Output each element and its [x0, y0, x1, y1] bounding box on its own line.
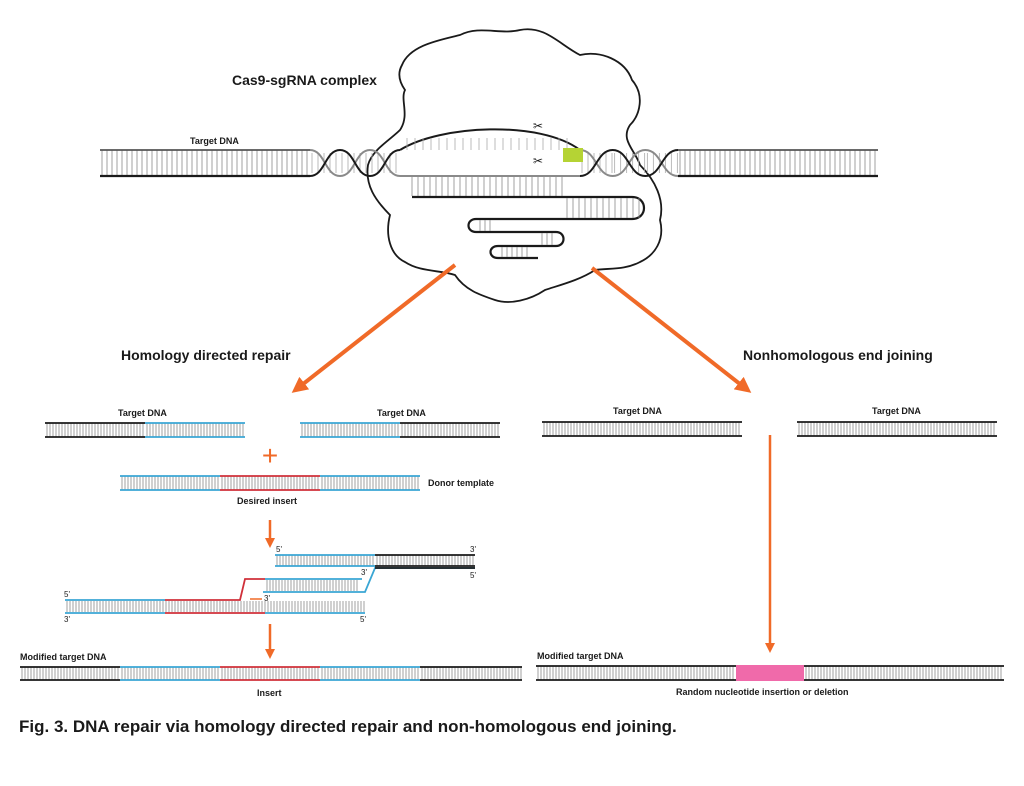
- end-label: 5': [470, 571, 476, 580]
- desired-insert-label: Desired insert: [237, 496, 298, 506]
- hdr-modified-label: Modified target DNA: [20, 652, 107, 662]
- indel-block: [736, 665, 804, 681]
- hdr-title: Homology directed repair: [121, 347, 291, 363]
- end-label: 5': [64, 590, 70, 599]
- complex-label: Cas9-sgRNA complex: [232, 72, 377, 88]
- indel-label: Random nucleotide insertion or deletion: [676, 687, 849, 697]
- cas9-protein-outline: [366, 28, 663, 303]
- nhej-target-right-label: Target DNA: [872, 406, 921, 416]
- intermediate-upper-blue: [263, 567, 475, 593]
- figure-caption: Fig. 3. DNA repair via homology directed…: [19, 717, 677, 736]
- helix-left-strand-b: [309, 148, 401, 178]
- scissors-icon: ✂: [533, 154, 544, 168]
- nhej-title: Nonhomologous end joining: [743, 347, 933, 363]
- donor-template-label: Donor template: [428, 478, 495, 488]
- end-label: 3': [470, 545, 476, 554]
- end-label: 5': [360, 615, 366, 624]
- sgrna-scaffold: [412, 195, 646, 260]
- newly-synthesized-insert: [165, 578, 265, 601]
- arrow-to-hdr: [291, 263, 457, 393]
- scissors-icon: ✂: [533, 119, 544, 133]
- end-label: 5': [276, 545, 282, 554]
- nhej-modified-label: Modified target DNA: [537, 651, 624, 661]
- hdr-target-right-label: Target DNA: [377, 408, 426, 418]
- helix-right-strand-b: [579, 148, 679, 178]
- plus-sign: +: [262, 440, 278, 471]
- nhej-target-left-label: Target DNA: [613, 406, 662, 416]
- end-label: 3': [264, 594, 270, 603]
- pam-site: [563, 148, 583, 162]
- end-label: 3': [361, 568, 367, 577]
- target-dna-label-top: Target DNA: [190, 136, 239, 146]
- end-label: 3': [64, 615, 70, 624]
- hdr-target-left-label: Target DNA: [118, 408, 167, 418]
- arrow-to-nhej: [590, 266, 752, 393]
- insert-label: Insert: [257, 688, 282, 698]
- displaced-strand: [399, 128, 581, 151]
